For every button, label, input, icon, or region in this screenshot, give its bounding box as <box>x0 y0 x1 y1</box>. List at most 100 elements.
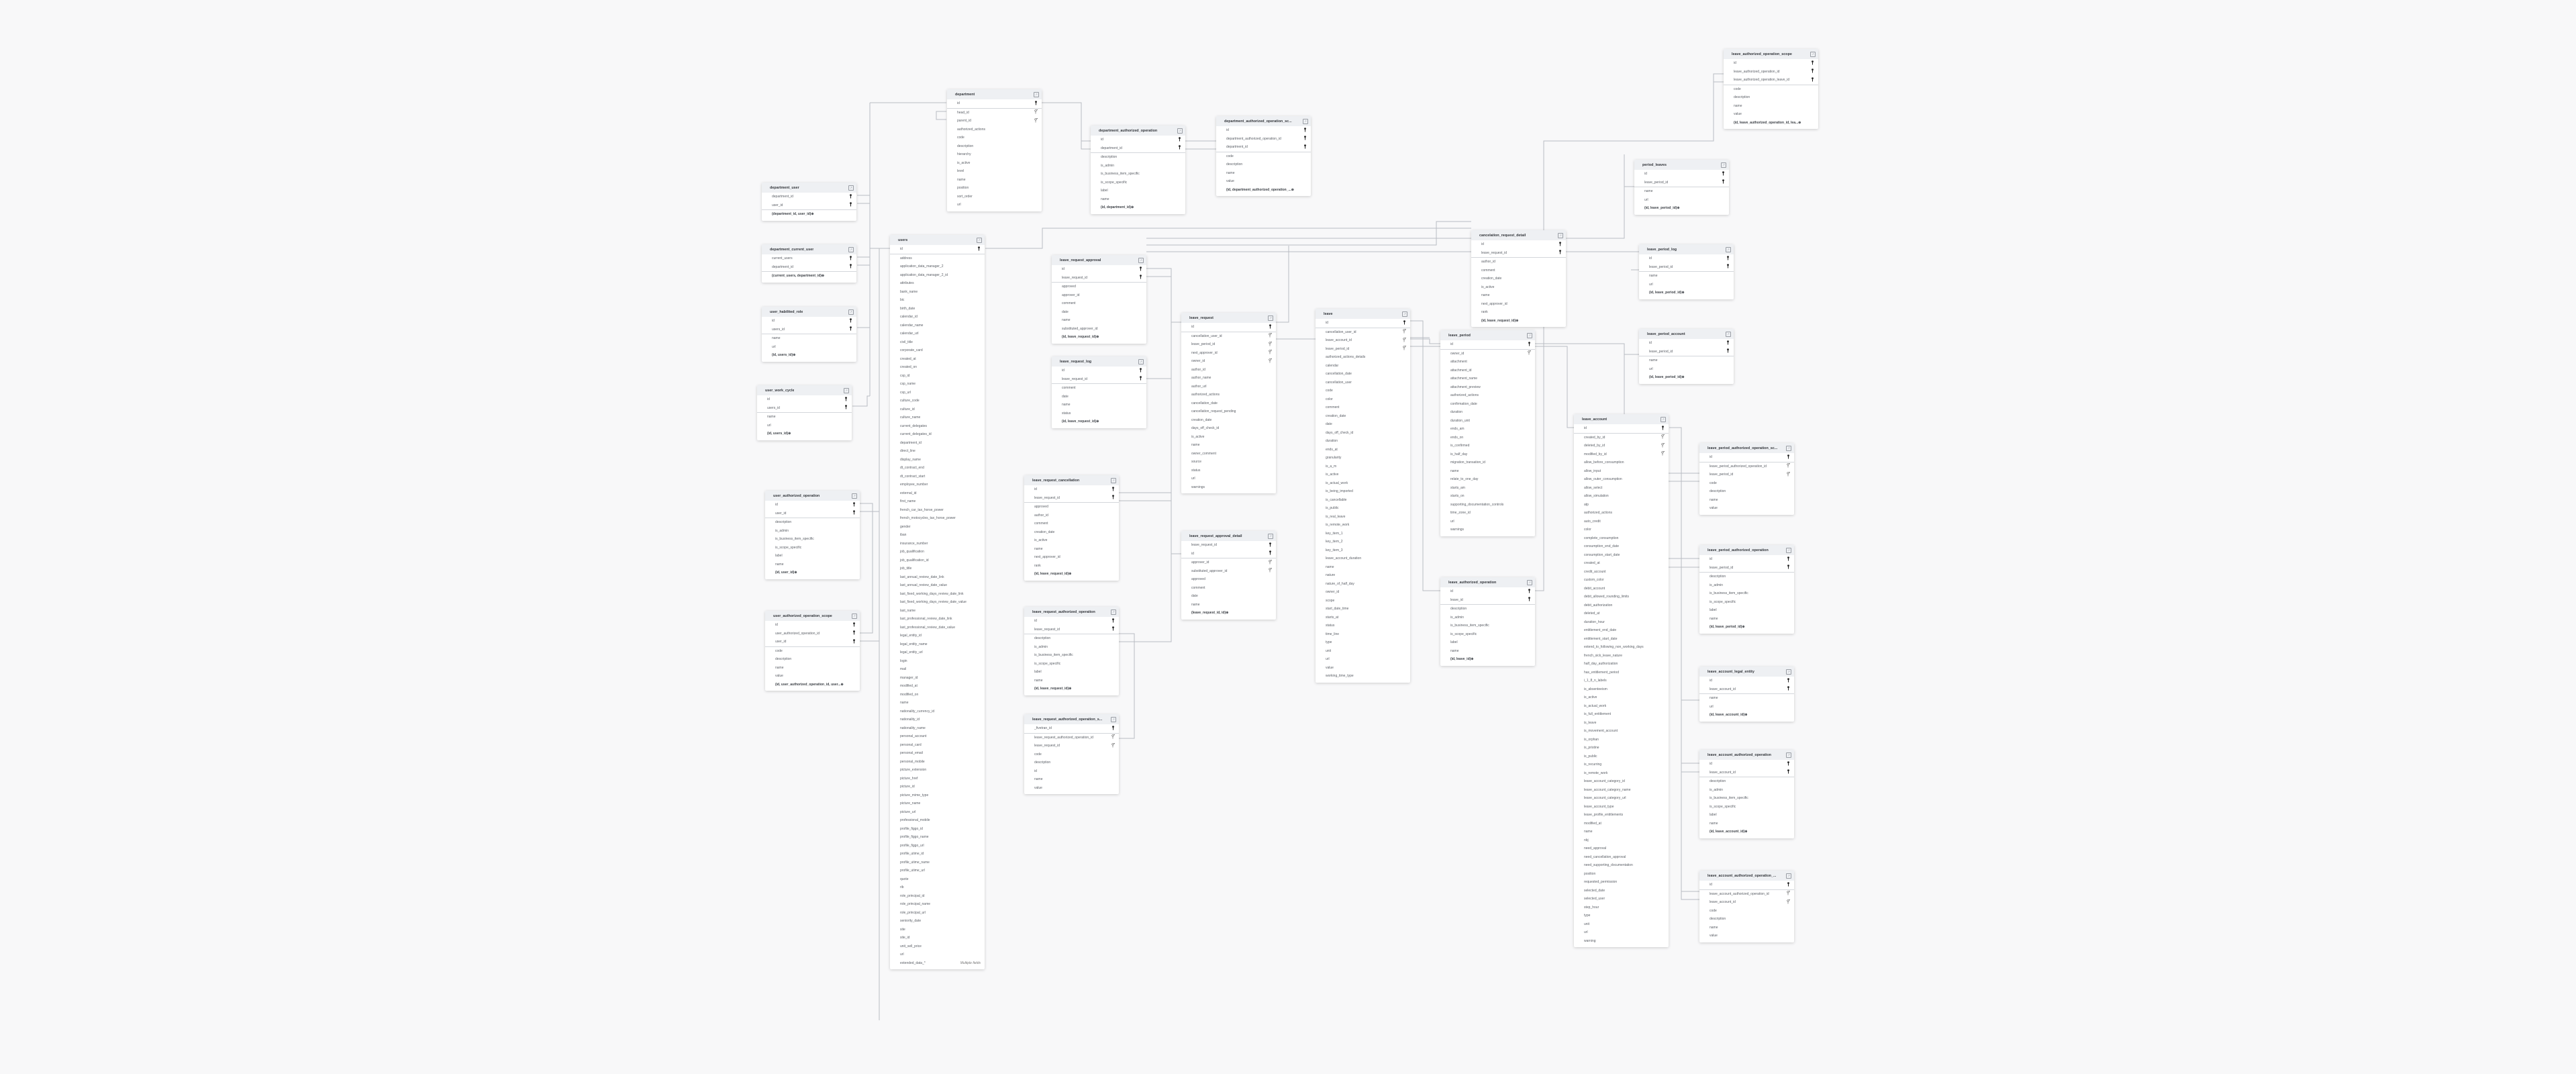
column-row[interactable]: parent_id <box>947 117 1042 126</box>
column-row[interactable]: current_users <box>762 254 856 263</box>
column-row[interactable]: url <box>1639 281 1734 289</box>
column-row[interactable]: is_actual_work <box>1316 479 1410 488</box>
table-header[interactable]: users↗ <box>890 235 985 245</box>
column-row[interactable]: cancellation_user <box>1316 379 1410 387</box>
column-row[interactable]: application_data_manager_2 <box>890 262 985 271</box>
column-row[interactable]: is_business_item_specific <box>765 535 860 544</box>
column-row[interactable]: code <box>1724 85 1818 94</box>
column-row[interactable]: attachment <box>1440 358 1535 367</box>
open-table-icon[interactable]: ↗ <box>1786 445 1791 451</box>
column-row[interactable]: url <box>1574 928 1669 937</box>
column-row[interactable]: id <box>1181 549 1276 558</box>
column-row[interactable]: is_being_imported <box>1316 487 1410 496</box>
open-table-icon[interactable]: ↗ <box>1111 716 1116 722</box>
column-row[interactable]: id <box>1024 485 1119 494</box>
composite-key-row[interactable]: (id, leave_request_id) ⊕ <box>1024 570 1119 579</box>
column-row[interactable]: last_professional_review_date_value <box>890 624 985 632</box>
column-row[interactable]: description <box>1724 93 1818 102</box>
column-row[interactable]: created_on <box>890 363 985 372</box>
composite-key-row[interactable]: (id, leave_period_id) ⊕ <box>1634 204 1729 213</box>
open-table-icon[interactable]: ↗ <box>1786 752 1791 758</box>
column-row[interactable]: comment <box>1052 299 1146 308</box>
column-row[interactable]: leave_request_id <box>1471 248 1566 257</box>
column-row[interactable]: picture_name <box>890 799 985 808</box>
column-row[interactable]: picture_extension <box>890 766 985 775</box>
column-row[interactable]: name <box>1574 828 1669 836</box>
column-row[interactable]: last_annual_review_date_value <box>890 581 985 590</box>
column-row[interactable]: is_admin <box>1091 162 1185 170</box>
column-row[interactable]: attachment_id <box>1440 367 1535 375</box>
column-row[interactable]: is_real_leave <box>1316 513 1410 522</box>
column-row[interactable]: is_business_item_specific <box>1699 794 1794 803</box>
column-row[interactable]: culture_name <box>890 413 985 422</box>
column-row[interactable]: id <box>1440 587 1535 596</box>
column-row[interactable]: rank <box>1471 308 1566 317</box>
column-row[interactable]: direct_line <box>890 447 985 456</box>
column-row[interactable]: key_item_3 <box>1316 546 1410 555</box>
column-row[interactable]: employee_number <box>890 481 985 489</box>
column-row[interactable]: owner_id <box>1440 350 1535 358</box>
column-row[interactable]: authorized_actions <box>1574 509 1669 518</box>
column-row[interactable]: quote <box>890 875 985 884</box>
table-header[interactable]: leave_account↗ <box>1574 414 1669 424</box>
column-row[interactable]: leave_account_id <box>1699 685 1794 693</box>
column-row[interactable]: id <box>1052 265 1146 274</box>
column-row[interactable]: is_active <box>1181 433 1276 442</box>
table-header[interactable]: leave_request_approval↗ <box>1052 255 1146 265</box>
column-row[interactable]: profile_figgo_name <box>890 833 985 842</box>
column-row[interactable]: label <box>765 552 860 560</box>
column-row[interactable]: description <box>765 518 860 527</box>
column-row[interactable]: is_public <box>1574 752 1669 761</box>
column-row[interactable]: application_data_manager_2_id <box>890 271 985 280</box>
column-row[interactable]: unit <box>1574 920 1669 929</box>
column-row[interactable]: extend_to_following_non_working_days <box>1574 643 1669 652</box>
table-header[interactable]: leave↗ <box>1316 309 1410 319</box>
column-row[interactable]: name <box>947 176 1042 185</box>
column-row[interactable]: bic <box>890 296 985 305</box>
column-row[interactable]: url <box>757 422 852 430</box>
column-row[interactable]: leave_account_id <box>1699 768 1794 777</box>
column-row[interactable]: manager_id <box>890 674 985 683</box>
column-row[interactable]: owner_id <box>1181 357 1276 366</box>
column-row[interactable]: calendar_name <box>890 322 985 330</box>
table-header[interactable]: department↗ <box>947 89 1042 99</box>
column-row[interactable]: leave_request_id <box>1052 273 1146 282</box>
composite-key-row[interactable]: (id, leave_period_id) ⊕ <box>1639 289 1734 297</box>
column-row[interactable]: created_at <box>890 355 985 364</box>
column-row[interactable]: cancellation_date <box>1316 370 1410 379</box>
column-row[interactable]: is_remote_work <box>1574 769 1669 778</box>
column-row[interactable]: user_authorized_operation_id <box>765 629 860 638</box>
column-row[interactable]: authorized_actions <box>1440 391 1535 400</box>
column-row[interactable]: user_id <box>765 638 860 646</box>
column-row[interactable]: picture_mime_type <box>890 791 985 800</box>
column-row[interactable]: url <box>1634 196 1729 205</box>
column-row[interactable]: calendar <box>1316 362 1410 371</box>
column-row[interactable]: date <box>1052 308 1146 317</box>
composite-key-row[interactable]: (id, leave_request_id) ⊕ <box>1024 685 1119 693</box>
table-header[interactable]: leave_authorized_operation_scope↗ <box>1724 49 1818 59</box>
column-row[interactable]: id <box>1024 767 1119 776</box>
column-row[interactable]: leave_id <box>1440 595 1535 604</box>
column-row[interactable]: is_pristine <box>1574 744 1669 752</box>
column-row[interactable]: id <box>765 501 860 509</box>
open-table-icon[interactable]: ↗ <box>1721 162 1726 168</box>
column-row[interactable]: is_a_m <box>1316 462 1410 471</box>
column-row[interactable]: unit_sell_price <box>890 942 985 951</box>
column-row[interactable]: deleted_at <box>1574 609 1669 618</box>
column-row[interactable]: description <box>1699 915 1794 924</box>
column-row[interactable]: dt_contract_end <box>890 464 985 473</box>
table-header[interactable]: leave_request↗ <box>1181 313 1276 323</box>
column-row[interactable]: label <box>1024 668 1119 677</box>
extended-data-row[interactable]: extended_data_*Multiple fields <box>890 959 985 968</box>
column-row[interactable]: id <box>1699 677 1794 685</box>
column-row[interactable]: approver_id <box>1052 291 1146 300</box>
column-row[interactable]: profile_utime_url <box>890 867 985 875</box>
column-row[interactable]: comment <box>1471 266 1566 275</box>
column-row[interactable]: consumption_start_date <box>1574 551 1669 560</box>
